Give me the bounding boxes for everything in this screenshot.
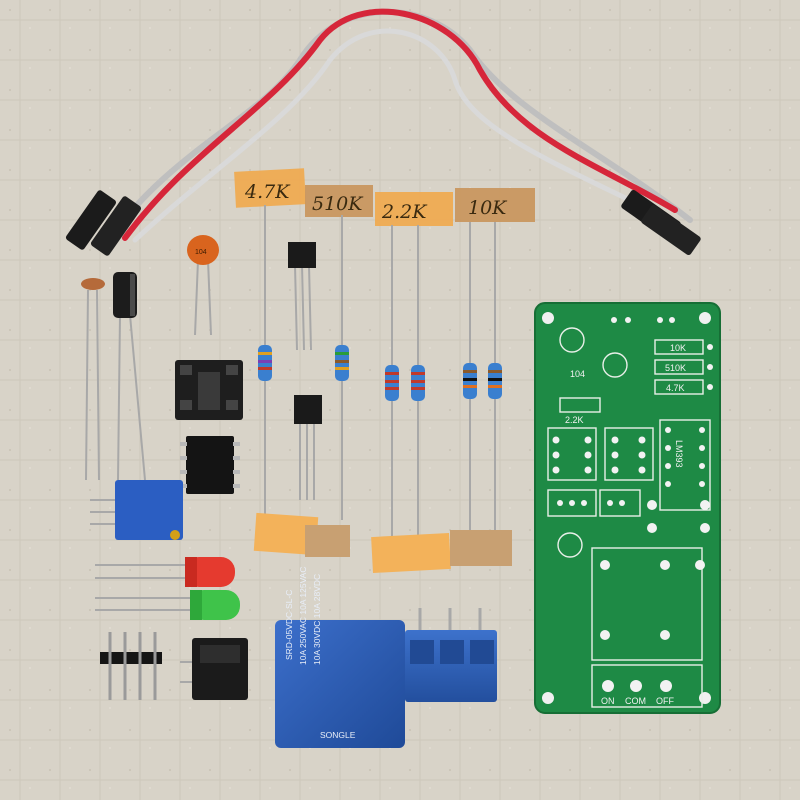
red-wire	[122, 8, 678, 241]
tape-label-r1: 4.7K	[234, 168, 306, 208]
ic-chip-lm393	[180, 436, 240, 494]
pin-header	[100, 632, 162, 700]
transistor-bottom	[294, 395, 322, 500]
pcb-silk-10k: 10K	[670, 343, 686, 353]
bottom-tapes	[253, 512, 512, 574]
pcb-silk-510k: 510K	[665, 363, 686, 373]
right-dupont-connectors	[621, 189, 701, 256]
transistor-top	[288, 242, 316, 351]
pcb-silk-lm393: LM393	[674, 440, 684, 468]
led-green	[95, 590, 240, 620]
pcb-terminal-on: ON	[601, 696, 615, 706]
black-jumper-connector	[180, 638, 248, 700]
trimmer-potentiometer	[90, 480, 183, 540]
label-r3-text: 2.2K	[381, 201, 428, 223]
label-r2-text: 510K	[312, 193, 364, 215]
pcb-board: 104 2.2K 10K 510K 4.7K LM393 ON COM OFF	[534, 302, 721, 714]
relay-model-text: SRD-05VDC-SL-C	[284, 590, 294, 660]
capacitor-marking: 104	[195, 249, 207, 256]
photoresistor	[81, 278, 105, 481]
ic-socket	[175, 360, 243, 420]
relay-rating-text-2: 10A 30VDC 10A 28VDC	[312, 574, 322, 665]
relay-brand-text: SONGLE	[320, 730, 356, 740]
pcb-silk-2-2k: 2.2K	[565, 415, 584, 425]
pcb-terminal-com: COM	[625, 696, 646, 706]
led-red	[95, 557, 235, 587]
tape-label-r4: 10K	[455, 188, 535, 222]
relay: SRD-05VDC-SL-C 10A 250VAC 10A 125VAC 10A…	[275, 567, 405, 748]
relay-rating-text-1: 10A 250VAC 10A 125VAC	[298, 567, 308, 665]
tape-label-r3: 2.2K	[375, 192, 453, 226]
pcb-silk-104: 104	[570, 369, 585, 379]
electrolytic-capacitor	[113, 272, 146, 481]
label-r4-text: 10K	[468, 197, 508, 219]
white-wire-2	[132, 28, 663, 243]
pcb-terminal-off: OFF	[656, 696, 674, 706]
ceramic-capacitor: 104	[187, 235, 219, 336]
tape-label-r2: 510K	[305, 185, 373, 217]
jumper-wires	[102, 8, 693, 248]
label-r1-text: 4.7K	[244, 181, 291, 203]
pcb-silk-4-7k: 4.7K	[666, 383, 685, 393]
left-dupont-connectors	[65, 190, 142, 256]
resistor-bodies	[258, 345, 502, 401]
screw-terminal	[405, 608, 497, 702]
